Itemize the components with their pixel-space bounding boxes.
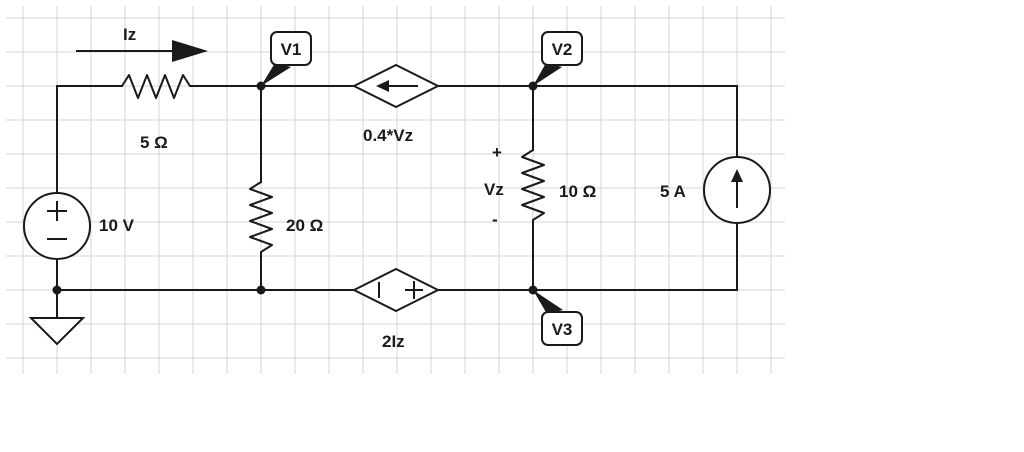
node-tag-v3: V3 bbox=[541, 311, 583, 346]
node-tag-v3-label: V3 bbox=[552, 320, 573, 339]
node-tag-v1-label: V1 bbox=[281, 40, 302, 59]
v2-pointer-icon bbox=[533, 63, 562, 86]
resistor-5-ohm bbox=[121, 74, 196, 99]
label-r-series: 5 Ω bbox=[140, 133, 168, 152]
voltage-source bbox=[23, 192, 91, 260]
current-arrow-icon bbox=[76, 40, 208, 62]
junction-bottom-mid bbox=[256, 285, 266, 295]
label-vz-minus: - bbox=[492, 210, 498, 229]
label-vsource: 10 V bbox=[99, 216, 135, 235]
label-vz: Vz bbox=[484, 180, 504, 199]
label-vz-plus: + bbox=[492, 143, 502, 162]
node-tag-v2: V2 bbox=[541, 31, 583, 66]
label-iz: Iz bbox=[123, 25, 136, 44]
v3-pointer-icon bbox=[533, 290, 563, 314]
v1-pointer-icon bbox=[261, 63, 291, 86]
wire-bottom-right bbox=[437, 222, 738, 291]
ground-icon bbox=[28, 317, 86, 346]
resistor-10-ohm bbox=[521, 149, 545, 228]
label-dep-voltage: 2Iz bbox=[382, 332, 405, 351]
label-isource: 5 A bbox=[660, 182, 686, 201]
label-r-right: 10 Ω bbox=[559, 182, 596, 201]
dependent-current-source bbox=[351, 63, 441, 109]
wire-top-right bbox=[437, 85, 738, 158]
resistor-20-ohm bbox=[249, 181, 273, 258]
wires bbox=[56, 85, 738, 319]
label-r-shunt: 20 Ω bbox=[286, 216, 323, 235]
node-tag-v1: V1 bbox=[270, 31, 312, 66]
node-tag-v2-label: V2 bbox=[552, 40, 573, 59]
current-source bbox=[703, 156, 771, 224]
junction-bottom-left bbox=[52, 285, 62, 295]
label-dep-current: 0.4*Vz bbox=[363, 126, 413, 145]
dependent-voltage-source bbox=[351, 267, 441, 313]
